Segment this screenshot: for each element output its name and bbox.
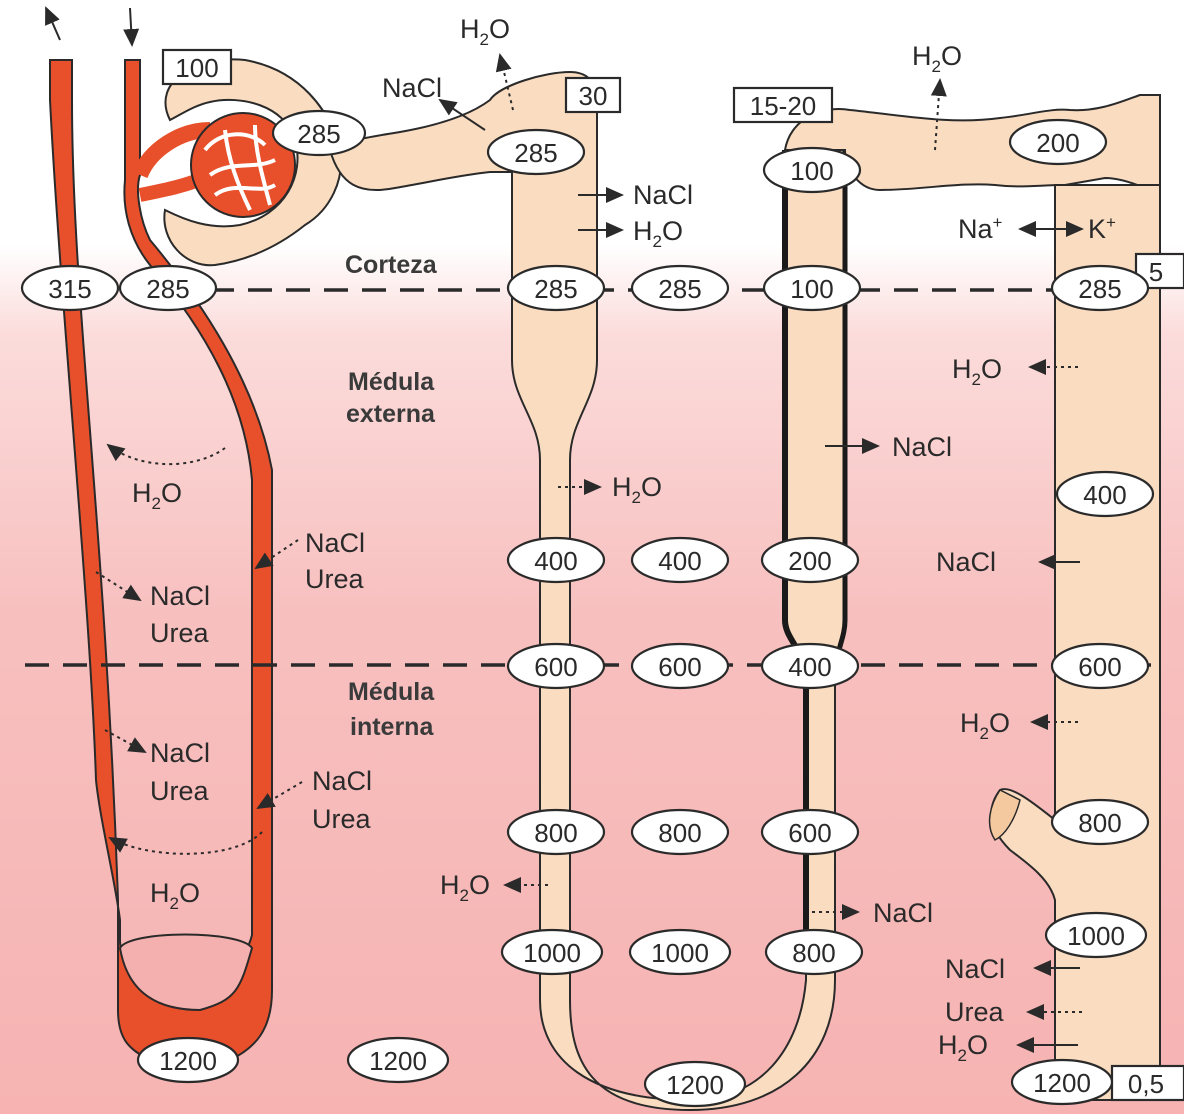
- zone-inner-medulla-1: Médula: [348, 678, 435, 706]
- svg-text:30: 30: [579, 81, 608, 111]
- svg-text:400: 400: [658, 546, 701, 576]
- svg-text:400: 400: [1083, 480, 1126, 510]
- osm-descending-600: 600: [508, 644, 604, 688]
- osm-distal-tubule: 200: [1010, 120, 1106, 164]
- svg-text:285: 285: [514, 138, 557, 168]
- osm-interstitium-400: 400: [632, 538, 728, 582]
- svg-text:100: 100: [790, 274, 833, 304]
- svg-text:0,5: 0,5: [1128, 1069, 1164, 1099]
- osm-collecting-outer: 400: [1057, 472, 1153, 516]
- osm-collecting-800: 800: [1052, 800, 1148, 844]
- label-nacl-ascending-2: NaCl: [873, 898, 933, 928]
- zone-outer-medulla-1: Médula: [348, 368, 435, 396]
- osm-ascending-200: 200: [762, 538, 858, 582]
- svg-text:400: 400: [788, 652, 831, 682]
- osm-glomerulus: 285: [273, 111, 365, 155]
- osm-interstitium-cortex: 285: [632, 266, 728, 310]
- svg-text:1000: 1000: [1067, 921, 1125, 951]
- svg-text:5: 5: [1149, 257, 1163, 287]
- zone-outer-medulla-2: externa: [346, 400, 436, 428]
- box-proximal: 30: [566, 78, 620, 112]
- svg-text:800: 800: [534, 818, 577, 848]
- label-urea-collecting: Urea: [945, 997, 1005, 1027]
- osm-collecting-1000: 1000: [1046, 913, 1146, 957]
- osm-descending-800: 800: [508, 810, 604, 854]
- svg-text:400: 400: [534, 546, 577, 576]
- svg-text:315: 315: [48, 274, 91, 304]
- box-distal: 15-20: [734, 88, 832, 122]
- svg-text:285: 285: [1078, 274, 1121, 304]
- svg-text:285: 285: [146, 274, 189, 304]
- osm-descending-cortex: 285: [508, 266, 604, 310]
- label-nacl-vasa-1: NaCl: [150, 581, 210, 611]
- label-nacl-proximal: NaCl: [382, 73, 442, 103]
- svg-text:285: 285: [534, 274, 577, 304]
- osm-collecting-600: 600: [1052, 644, 1148, 688]
- label-nacl-vasa-3: NaCl: [150, 738, 210, 768]
- svg-text:600: 600: [788, 818, 831, 848]
- label-urea-vasa-2: Urea: [305, 564, 365, 594]
- osm-loop-bend: 1200: [645, 1062, 745, 1106]
- svg-text:600: 600: [534, 652, 577, 682]
- svg-text:285: 285: [297, 119, 340, 149]
- svg-text:285: 285: [658, 274, 701, 304]
- svg-text:600: 600: [658, 652, 701, 682]
- svg-text:100: 100: [175, 53, 218, 83]
- osm-interstitium-1000: 1000: [630, 930, 730, 974]
- svg-text:1200: 1200: [1033, 1068, 1091, 1098]
- label-nacl-collecting-2: NaCl: [945, 954, 1005, 984]
- svg-text:800: 800: [658, 818, 701, 848]
- osm-ascending-600: 600: [762, 810, 858, 854]
- label-nacl-collecting: NaCl: [936, 547, 996, 577]
- svg-text:1200: 1200: [369, 1046, 427, 1076]
- svg-text:1000: 1000: [651, 938, 709, 968]
- osm-ascending-400: 400: [762, 644, 858, 688]
- svg-text:800: 800: [792, 938, 835, 968]
- osm-proximal-start: 285: [488, 130, 584, 174]
- box-glomerulus: 100: [163, 50, 231, 84]
- svg-text:15-20: 15-20: [750, 91, 817, 121]
- zone-cortex: Corteza: [345, 251, 438, 279]
- osm-ascending-cortex: 100: [764, 266, 860, 310]
- osm-collecting-cortex: 285: [1052, 266, 1148, 310]
- osm-interstitium-600: 600: [632, 644, 728, 688]
- box-urine: 0,5: [1112, 1066, 1184, 1100]
- osm-interstitium-800: 800: [632, 810, 728, 854]
- osm-descending-1000: 1000: [502, 930, 602, 974]
- osm-descending-400: 400: [508, 538, 604, 582]
- svg-text:100: 100: [790, 156, 833, 186]
- osm-vasa-recta-out: 315: [22, 266, 118, 310]
- osm-ascending-cortex-top: 100: [764, 148, 860, 192]
- label-urea-vasa-4: Urea: [312, 804, 372, 834]
- osm-ascending-800: 800: [766, 930, 862, 974]
- label-urea-vasa-1: Urea: [150, 618, 210, 648]
- label-urea-vasa-3: Urea: [150, 776, 210, 806]
- svg-text:1200: 1200: [666, 1070, 724, 1100]
- osm-interstitium-1200: 1200: [348, 1038, 448, 1082]
- osm-vasa-recta-in: 285: [120, 266, 216, 310]
- svg-text:600: 600: [1078, 652, 1121, 682]
- label-nacl-vasa-4: NaCl: [312, 766, 372, 796]
- label-nacl-reabsorb: NaCl: [633, 180, 693, 210]
- zone-inner-medulla-2: interna: [350, 713, 434, 741]
- label-nacl-ascending: NaCl: [892, 432, 952, 462]
- svg-text:1000: 1000: [523, 938, 581, 968]
- label-nacl-vasa-2: NaCl: [305, 528, 365, 558]
- svg-text:800: 800: [1078, 808, 1121, 838]
- svg-text:200: 200: [1036, 128, 1079, 158]
- osm-vasa-recta-bottom: 1200: [138, 1038, 238, 1082]
- svg-text:200: 200: [788, 546, 831, 576]
- svg-text:1200: 1200: [159, 1046, 217, 1076]
- osm-collecting-bottom: 1200: [1012, 1060, 1112, 1104]
